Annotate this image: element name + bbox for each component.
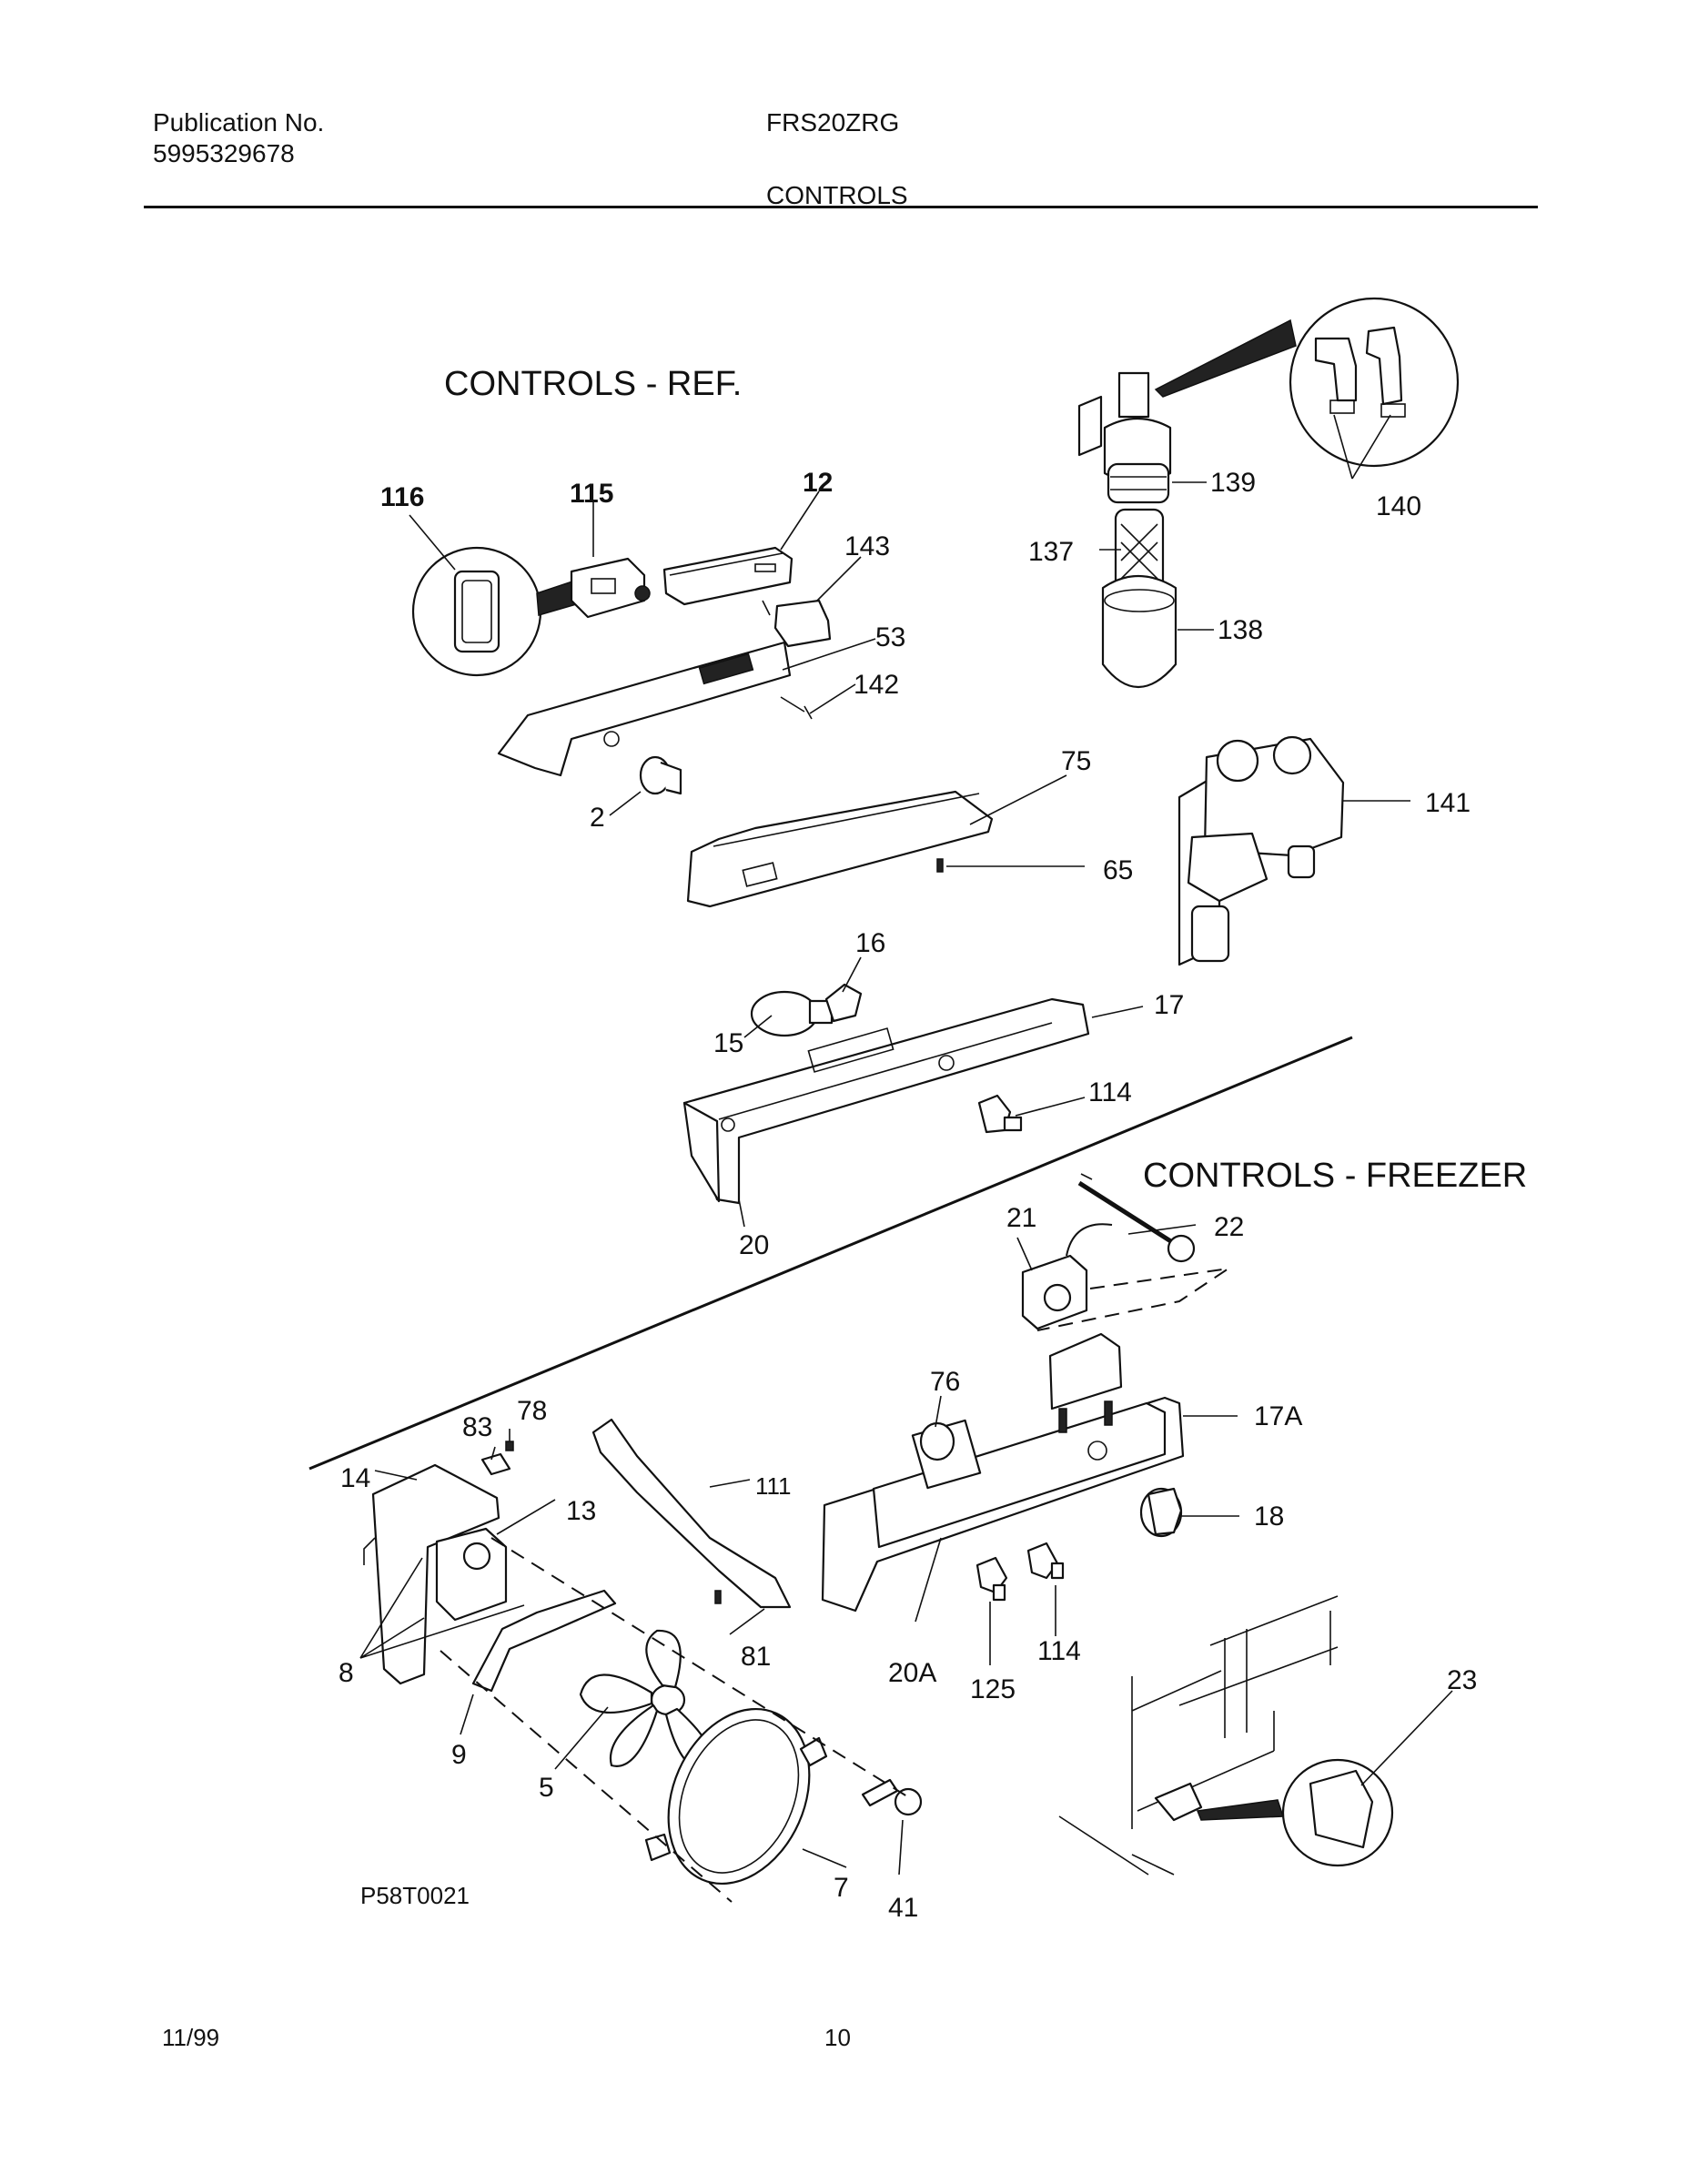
drawing-code: P58T0021 bbox=[360, 1882, 470, 1909]
callout-115: 115 bbox=[570, 479, 613, 509]
callout-41: 41 bbox=[888, 1893, 918, 1923]
publication-label: Publication No. bbox=[153, 108, 325, 136]
callout-114-ref: 114 bbox=[1088, 1077, 1132, 1107]
freezer-controls-title: CONTROLS - FREEZER bbox=[1143, 1157, 1527, 1195]
callout-76: 76 bbox=[930, 1367, 960, 1397]
ref-controls-title: CONTROLS - REF. bbox=[444, 365, 742, 403]
spring-142 bbox=[780, 696, 813, 720]
callout-114-freezer: 114 bbox=[1037, 1636, 1081, 1666]
callout-17: 17 bbox=[1154, 990, 1184, 1020]
cover-12 bbox=[662, 546, 793, 606]
lamp-15 bbox=[750, 990, 834, 1037]
screw-65 bbox=[936, 858, 944, 873]
callout-140: 140 bbox=[1376, 491, 1421, 521]
sensor-tube-22 bbox=[1077, 1173, 1196, 1263]
fan-motor-13 bbox=[435, 1527, 508, 1622]
gasket-detail-116 bbox=[411, 546, 583, 677]
callout-143: 143 bbox=[844, 531, 890, 561]
callout-9: 9 bbox=[451, 1740, 467, 1770]
callout-75: 75 bbox=[1061, 746, 1091, 776]
model-number: FRS20ZRG bbox=[766, 108, 900, 136]
assembly-line-shroud bbox=[440, 1650, 733, 1903]
callout-125: 125 bbox=[970, 1674, 1016, 1704]
callout-17A: 17A bbox=[1254, 1401, 1302, 1431]
control-housing-17A bbox=[821, 1332, 1185, 1613]
callout-14: 14 bbox=[340, 1463, 370, 1493]
callout-16: 16 bbox=[855, 928, 885, 958]
callout-5: 5 bbox=[539, 1773, 554, 1803]
assembly-line-fan bbox=[490, 1537, 911, 1799]
knob-114-ref bbox=[977, 1094, 1023, 1134]
screw-81 bbox=[714, 1590, 722, 1604]
knob-125 bbox=[975, 1556, 1008, 1602]
callout-138: 138 bbox=[1218, 615, 1263, 645]
callout-139: 139 bbox=[1210, 468, 1256, 498]
callout-18: 18 bbox=[1254, 1502, 1284, 1532]
callout-23: 23 bbox=[1447, 1665, 1477, 1695]
dash-21-22 bbox=[1036, 1268, 1229, 1331]
knob-2 bbox=[639, 755, 682, 795]
switch-115 bbox=[570, 557, 651, 619]
knob-114-freezer bbox=[1026, 1542, 1065, 1580]
callout-22: 22 bbox=[1214, 1212, 1244, 1242]
callout-7: 7 bbox=[834, 1873, 849, 1903]
callout-20A: 20A bbox=[888, 1658, 936, 1688]
callout-78: 78 bbox=[517, 1396, 547, 1426]
page-number: 10 bbox=[824, 2024, 851, 2051]
screw-41 bbox=[861, 1778, 923, 1816]
bracket-9 bbox=[471, 1589, 617, 1693]
callout-65: 65 bbox=[1103, 855, 1133, 885]
section-title: CONTROLS bbox=[766, 181, 908, 209]
section-divider-line bbox=[308, 1036, 1353, 1471]
bracket-111 bbox=[591, 1418, 792, 1609]
callout-142: 142 bbox=[854, 670, 899, 700]
clip-83 bbox=[480, 1452, 511, 1476]
cabinet-corner-23 bbox=[1058, 1595, 1394, 1876]
clip-143 bbox=[773, 599, 832, 648]
callout-12: 12 bbox=[803, 468, 833, 498]
callout-8: 8 bbox=[339, 1658, 354, 1688]
filter-head-139 bbox=[1077, 371, 1172, 504]
header-rule bbox=[144, 206, 1538, 208]
thermostat-21 bbox=[1021, 1223, 1113, 1330]
callout-137: 137 bbox=[1028, 537, 1074, 567]
callout-2: 2 bbox=[590, 803, 605, 833]
fitting-detail-140 bbox=[1154, 297, 1460, 468]
publication-number: 5995329678 bbox=[153, 139, 295, 167]
socket-16 bbox=[824, 983, 863, 1023]
callout-15: 15 bbox=[713, 1028, 743, 1058]
housing-53 bbox=[497, 641, 792, 777]
filter-housing-138 bbox=[1101, 574, 1178, 688]
callout-81: 81 bbox=[741, 1642, 771, 1672]
callout-13: 13 bbox=[566, 1496, 596, 1526]
motor-bracket-14 bbox=[363, 1463, 500, 1685]
callout-20: 20 bbox=[739, 1230, 769, 1260]
screw-78 bbox=[505, 1441, 514, 1451]
callout-21: 21 bbox=[1006, 1203, 1036, 1233]
callout-111: 111 bbox=[755, 1472, 792, 1500]
callout-116: 116 bbox=[380, 482, 424, 512]
footer-date: 11/99 bbox=[162, 2024, 220, 2051]
fan-shroud-7 bbox=[644, 1707, 828, 1886]
bracket-75 bbox=[686, 790, 994, 908]
callout-83: 83 bbox=[462, 1412, 492, 1442]
knob-18 bbox=[1139, 1487, 1183, 1538]
leader-lines bbox=[359, 414, 1453, 1876]
callout-141: 141 bbox=[1425, 788, 1471, 818]
callout-53: 53 bbox=[875, 622, 905, 652]
water-valve-141 bbox=[1178, 735, 1345, 966]
light-housing-17 bbox=[682, 997, 1090, 1205]
